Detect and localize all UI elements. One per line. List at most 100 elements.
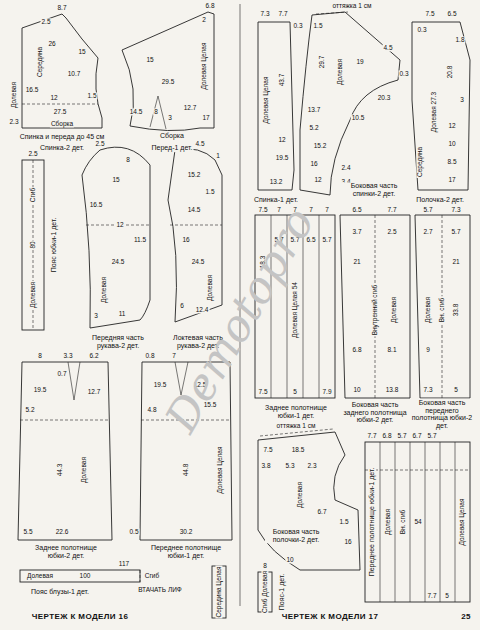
part-name: Боковая часть переднего полотнища юбки-2… xyxy=(410,399,474,430)
dimension-label: 10 xyxy=(352,386,361,393)
dimension-label: 54 xyxy=(413,518,422,525)
dimension-label: 27.5 xyxy=(53,108,68,115)
dimension-label: 17 xyxy=(201,114,210,121)
dimension-label: 4.8 xyxy=(146,406,157,413)
dimension-label: 5 xyxy=(292,388,298,395)
dimension-label: 3.3 xyxy=(62,352,73,359)
dimension-label: 17 xyxy=(447,176,456,183)
dimension-label: 10 xyxy=(285,556,294,563)
dimension-label: 2.5 xyxy=(94,140,105,147)
side-front-piece xyxy=(258,432,360,570)
part-name: Пояс-1 дет. xyxy=(278,573,286,612)
blouse-belt xyxy=(20,570,140,582)
dimension-label: 2.7 xyxy=(422,228,433,235)
dimension-label: 117 xyxy=(118,560,130,567)
dimension-label: 6 xyxy=(179,302,185,309)
dimension-label: 4.5 xyxy=(194,140,205,147)
dimension-label: 0.3 xyxy=(398,70,409,77)
ease-line xyxy=(260,429,333,436)
dimension-label: Середина xyxy=(36,46,43,78)
dimension-label: Долевая xyxy=(26,572,54,579)
front-piece xyxy=(122,12,214,131)
fold-line xyxy=(140,570,141,582)
dimension-label: 26 xyxy=(47,40,56,47)
dimension-label: 10.5 xyxy=(351,114,366,121)
dimension-label: 15 xyxy=(77,48,86,55)
part-name: Боковая часть заднего полотнища юбки-2 д… xyxy=(338,401,412,424)
dimension-label: 3.8 xyxy=(260,462,271,469)
dimension-label: 8 xyxy=(37,352,43,359)
dimension-label: 5.2 xyxy=(24,406,35,413)
part-name: Спинка-2 дет. xyxy=(39,144,85,152)
dimension-label: Внутренний сгиб xyxy=(371,284,378,337)
dimension-label: 7.5 xyxy=(257,206,268,213)
part-name: Пояс блузы-1 дет. xyxy=(30,588,90,596)
dimension-label: 7.3 xyxy=(422,386,433,393)
part-name: Перед-1 дет. xyxy=(151,144,194,152)
dimension-label: 6.5 xyxy=(446,10,457,17)
dimension-label: 7.7 xyxy=(277,10,288,17)
dimension-label: 0.7 xyxy=(56,370,67,377)
dimension-label: 100 xyxy=(79,572,92,579)
hip-line xyxy=(365,470,470,471)
dimension-label: 18.5 xyxy=(291,446,306,453)
dimension-label: Долевая xyxy=(100,276,107,304)
dimension-label: Сборка xyxy=(50,120,74,127)
centre-strip xyxy=(212,566,226,618)
dimension-label: 16 xyxy=(309,160,318,167)
dimension-label: 1 xyxy=(215,152,221,159)
dimension-label: 4.5 xyxy=(382,44,393,51)
dimension-label: 5.7 xyxy=(426,432,437,439)
dimension-label: 44.3 xyxy=(56,463,63,478)
dimension-label: 1.8 xyxy=(454,36,465,43)
dimension-label: 15 xyxy=(111,176,120,183)
part-name: Передняя часть рукава-2 дет. xyxy=(82,334,154,349)
dimension-label: 2.3 xyxy=(8,118,19,125)
dimension-label: 29.7 xyxy=(318,55,325,70)
part-name: Заднее полотнище юбки-1 дет. xyxy=(258,404,335,419)
dimension-label: 0.5 xyxy=(128,528,139,535)
dimension-label: 5 xyxy=(444,592,450,599)
back-piece xyxy=(258,22,294,190)
dimension-label: 12.7 xyxy=(183,104,198,111)
dimension-label: 13.7 xyxy=(307,106,322,113)
front-skirt xyxy=(365,442,470,602)
dimension-label: Долевая xyxy=(80,456,87,484)
dimension-label: 14.5 xyxy=(129,108,144,115)
dimension-label: оттяжка 1 см xyxy=(332,2,373,9)
side-back-piece xyxy=(300,12,400,195)
dimension-label: 3 xyxy=(93,312,99,319)
dimension-label: 5.7 xyxy=(396,432,407,439)
dimension-label: 33.8 xyxy=(452,303,459,318)
dimension-label: 21 xyxy=(352,258,361,265)
dimension-label: 0.8 xyxy=(144,352,155,359)
dimension-label: Сгиб xyxy=(29,187,36,203)
dimension-label: 11.5 xyxy=(133,236,147,243)
skirt-band xyxy=(22,160,44,330)
dimension-label: 2.5 xyxy=(27,150,38,157)
dimension-label: 2.4 xyxy=(340,164,351,171)
dimension-label: Долевая xyxy=(424,296,431,324)
dimension-label: 5.5 xyxy=(22,528,33,535)
dimension-label: Вн. сгиб xyxy=(399,509,406,536)
dimension-label: 29.5 xyxy=(161,78,176,85)
dimension-label: 19.5 xyxy=(153,381,168,388)
waist-line xyxy=(22,104,98,105)
dimension-label: 2.5 xyxy=(386,228,397,235)
dimension-label: 0.3 xyxy=(292,22,303,29)
dimension-label: 3 xyxy=(167,114,173,121)
dimension-label: 22.6 xyxy=(55,528,70,535)
page-footer: 25 xyxy=(460,613,472,622)
page-footer: ЧЕРТЕЖ К МОДЕЛИ 16 xyxy=(31,613,129,622)
dimension-label: 7.5 xyxy=(262,446,273,453)
dimension-label: 16.5 xyxy=(89,201,104,208)
part-name: Переднее полотнище юбки-1 дет. xyxy=(368,467,376,578)
dimension-label: Сгиб Долевая xyxy=(261,570,268,614)
panel-lines xyxy=(380,442,455,602)
back-piece xyxy=(22,14,102,128)
front-sleeve xyxy=(82,147,150,328)
dimension-label: 80 xyxy=(29,240,36,249)
dimension-label: Долевая Целая xyxy=(458,498,465,547)
dimension-label: 2 xyxy=(201,16,207,23)
elbow-sleeve xyxy=(168,149,222,322)
